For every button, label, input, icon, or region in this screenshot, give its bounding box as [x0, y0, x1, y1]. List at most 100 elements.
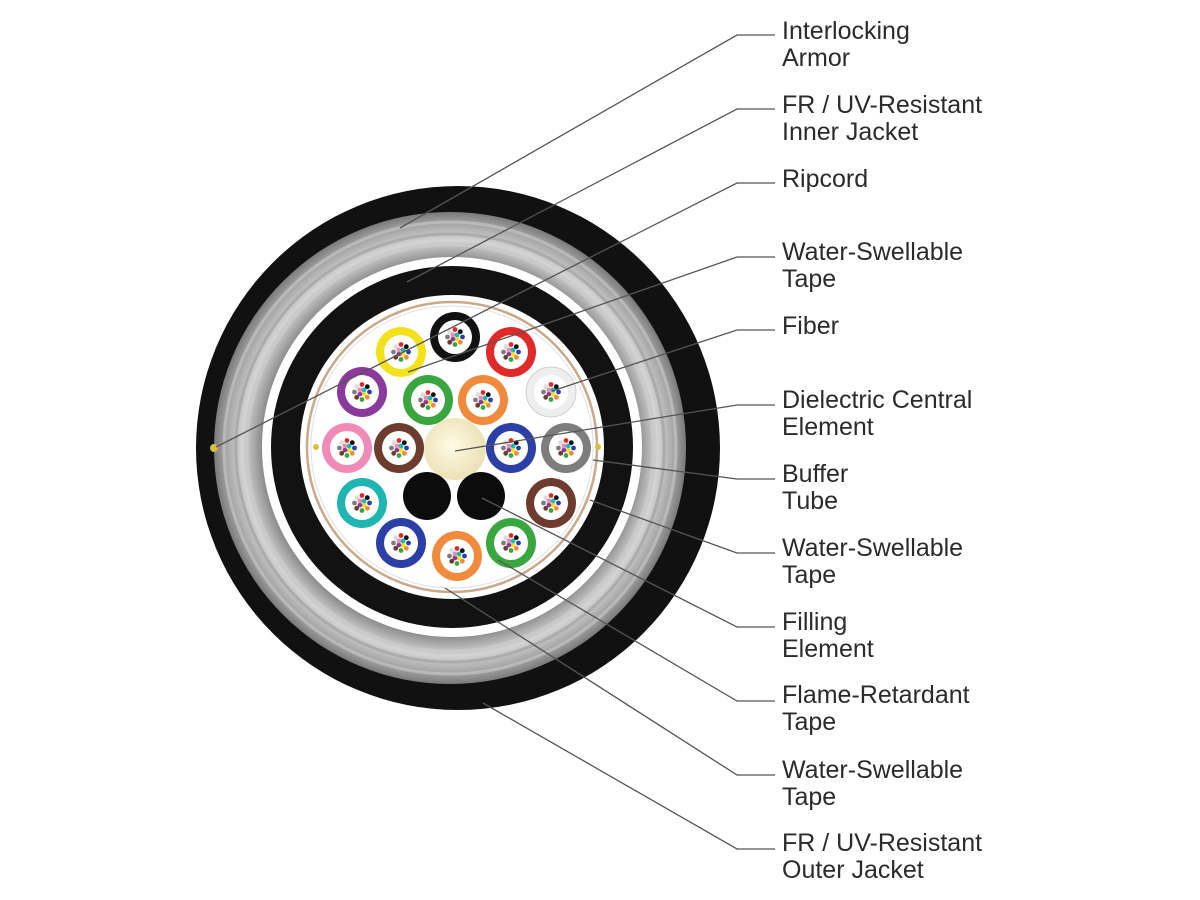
- fiber: [503, 344, 509, 350]
- fiber: [475, 392, 481, 398]
- fiber: [364, 495, 370, 501]
- fiber: [359, 493, 365, 498]
- fiber: [361, 387, 367, 393]
- fiber: [513, 545, 519, 551]
- leader-line-0: [399, 34, 775, 229]
- buffer-tubes: [322, 312, 591, 581]
- buffer-tube-aqua-8: [337, 478, 387, 528]
- fiber: [427, 399, 433, 405]
- fiber: [460, 334, 465, 340]
- fiber: [400, 538, 406, 544]
- fiber: [391, 450, 397, 456]
- fiber: [485, 392, 491, 398]
- fiber: [361, 498, 367, 504]
- fiber: [403, 545, 409, 551]
- fiber: [339, 440, 345, 446]
- fiber: [393, 545, 399, 551]
- leader-line-8: [481, 497, 775, 628]
- buffer-tube-gray-3: [541, 423, 591, 473]
- fiber: [506, 351, 512, 357]
- fiber: [403, 354, 409, 360]
- fiber: [513, 450, 519, 456]
- fiber: [546, 391, 552, 397]
- leader-line-5: [454, 404, 775, 452]
- fiber: [503, 545, 509, 551]
- ripcord-left: [210, 444, 218, 452]
- buffer-tube-pink-9: [322, 423, 372, 473]
- fiber: [456, 551, 462, 557]
- fiber: [398, 447, 404, 453]
- fiber: [357, 498, 363, 504]
- fiber: [354, 505, 360, 511]
- fiber: [454, 546, 460, 551]
- fiber: [541, 500, 546, 506]
- fiber: [396, 542, 402, 548]
- fiber: [558, 450, 564, 456]
- leader-line-4: [551, 329, 775, 392]
- fiber: [447, 339, 453, 345]
- fiber: [357, 391, 363, 397]
- leader-line-10: [444, 587, 775, 776]
- fiber: [556, 445, 561, 451]
- fiber: [543, 384, 549, 390]
- fiber: [556, 389, 561, 395]
- fiber: [475, 402, 481, 408]
- ripcord-inner-left: [313, 444, 319, 450]
- fiber: [543, 495, 549, 501]
- fiber: [550, 498, 556, 504]
- fiber: [543, 505, 549, 511]
- fiber: [364, 384, 370, 390]
- fiber: [349, 440, 355, 446]
- fiber: [553, 505, 559, 511]
- fiber: [568, 450, 574, 456]
- fiber: [361, 391, 367, 397]
- fiber: [359, 382, 365, 387]
- fiber: [450, 332, 456, 338]
- fiber: [403, 535, 409, 541]
- leader-lines: [215, 34, 775, 850]
- fiber: [423, 395, 429, 401]
- fiber: [452, 342, 458, 347]
- fiber: [454, 332, 460, 338]
- fiber: [508, 357, 514, 362]
- fiber: [423, 399, 429, 405]
- filling-element: [403, 472, 451, 520]
- leader-line-3: [407, 256, 775, 373]
- fiber: [510, 447, 516, 453]
- armor-texture: [222, 220, 678, 676]
- fiber: [513, 535, 519, 541]
- fiber: [450, 336, 456, 342]
- fiber: [485, 402, 491, 408]
- fiber: [398, 548, 404, 553]
- fiber: [506, 542, 512, 548]
- fiber: [510, 443, 516, 449]
- fiber: [516, 445, 521, 451]
- fiber: [550, 502, 556, 508]
- fiber: [346, 443, 352, 449]
- ripcord-inner-right: [595, 444, 601, 450]
- buffer-tube-red-1: [486, 327, 536, 377]
- fiber: [361, 502, 367, 508]
- fiber: [400, 542, 406, 548]
- fiber: [510, 538, 516, 544]
- fiber: [367, 500, 372, 506]
- fiber: [396, 453, 402, 458]
- fiber: [482, 399, 488, 405]
- fiber: [354, 394, 360, 400]
- fiber: [553, 384, 559, 390]
- fiber: [503, 354, 509, 360]
- fiber: [433, 397, 438, 403]
- fiber: [396, 538, 402, 544]
- fiber: [391, 540, 396, 546]
- fiber: [364, 505, 370, 511]
- fiber: [457, 329, 463, 335]
- fiber: [508, 533, 514, 538]
- buffer-tube-yellow-11: [376, 327, 426, 377]
- dielectric-central-element: [424, 418, 486, 480]
